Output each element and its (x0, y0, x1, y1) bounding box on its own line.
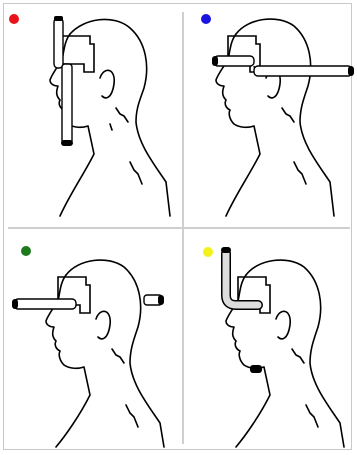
panel-blue (184, 4, 357, 226)
head-illustration-yellow (184, 229, 357, 451)
head-illustration-blue (184, 4, 357, 226)
panel-yellow (184, 229, 357, 451)
head-illustration-green (4, 229, 179, 451)
head-illustration-red (4, 4, 179, 226)
panel-red (4, 4, 179, 226)
panel-green (4, 229, 179, 451)
